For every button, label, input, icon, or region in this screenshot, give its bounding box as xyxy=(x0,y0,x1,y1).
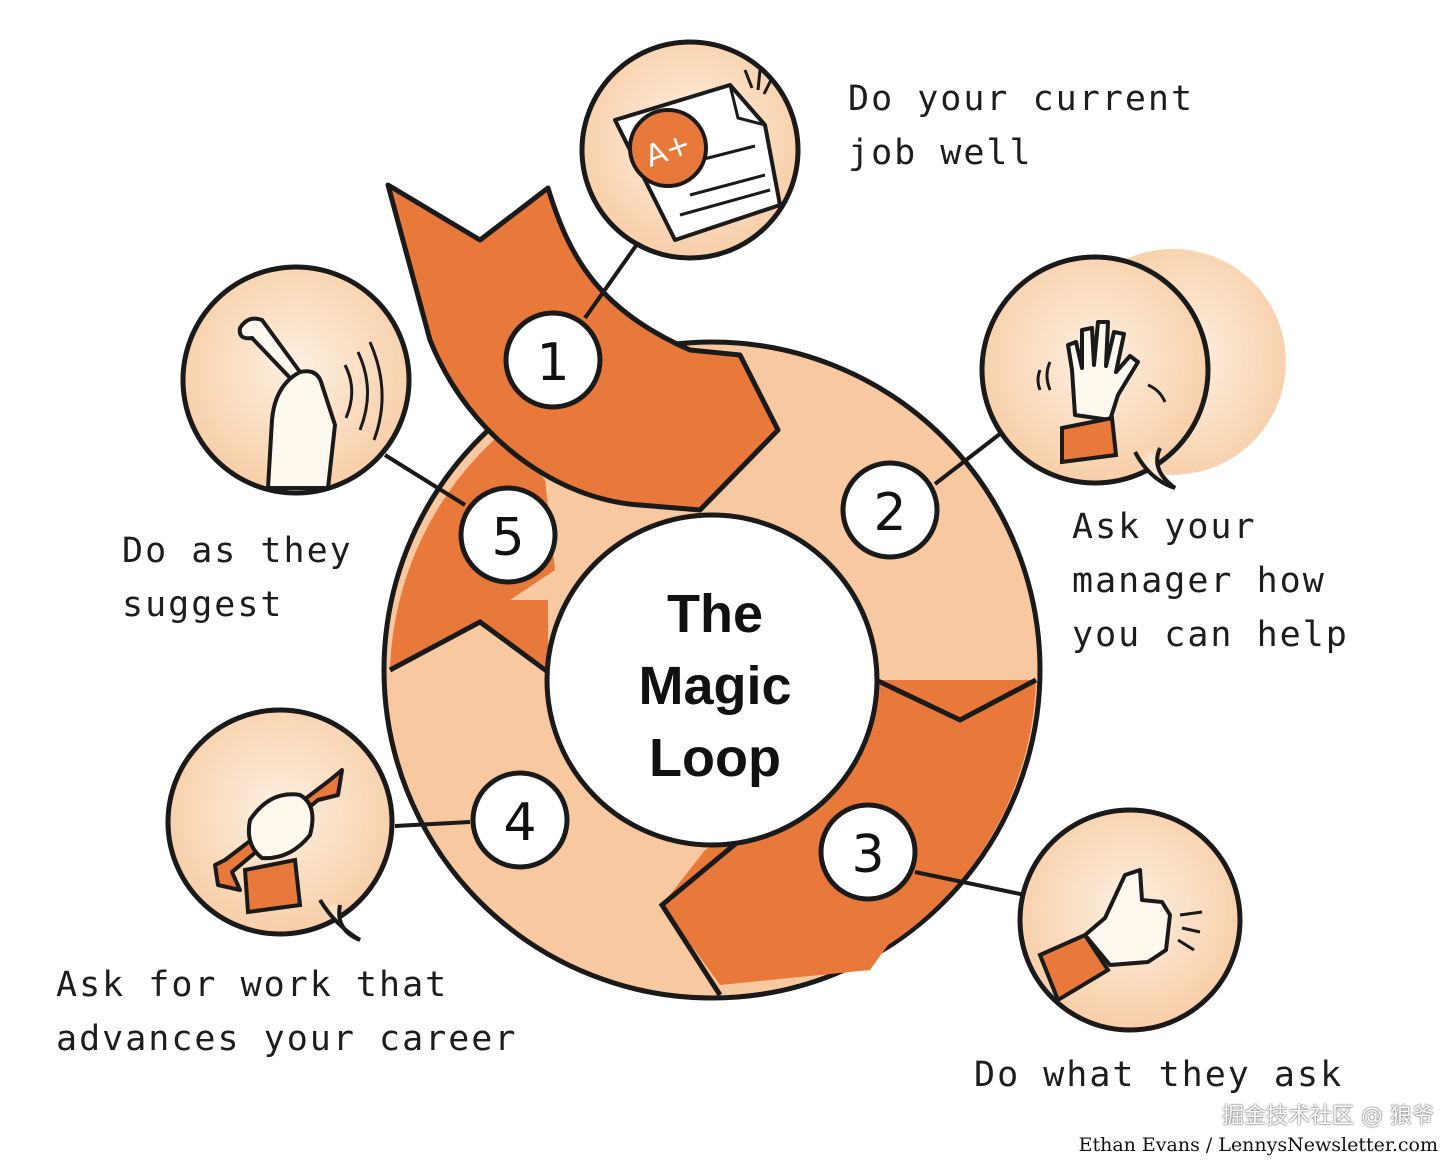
fist-wrench-icon xyxy=(213,768,344,915)
svg-text:1: 1 xyxy=(536,333,569,393)
svg-text:5: 5 xyxy=(491,508,524,568)
step-number-3: 3 xyxy=(818,802,918,902)
segment-dark-left-lower xyxy=(390,600,548,670)
step-3-label: Do what they ask xyxy=(974,1055,1344,1095)
bubble-step-4 xyxy=(165,707,395,942)
bubble-step-5 xyxy=(180,264,412,496)
svg-text:3: 3 xyxy=(851,825,884,885)
watermark: 掘金技术社区 @ 狼爷 xyxy=(1222,1104,1434,1129)
connector-1 xyxy=(583,238,642,320)
raised-hand-icon xyxy=(1036,320,1167,465)
step-number-1: 1 xyxy=(503,310,603,410)
step-number-2: 2 xyxy=(840,460,940,560)
svg-text:4: 4 xyxy=(503,793,536,853)
connector-2 xyxy=(933,428,1007,486)
connector-4 xyxy=(394,820,471,828)
hand-wrench-icon xyxy=(237,316,384,490)
loop-title: The Magic Loop xyxy=(638,584,792,788)
bubble-step-3 xyxy=(1017,807,1243,1033)
step-5-label: Do as they suggest xyxy=(122,531,353,625)
bubble-step-2 xyxy=(979,248,1286,490)
center-circle xyxy=(544,512,880,848)
step-1-label: Do your current job well xyxy=(848,79,1195,173)
bubble-step-1: A+ xyxy=(579,39,801,261)
step-2-label: Ask your manager how you can help xyxy=(1072,507,1349,655)
connector-3 xyxy=(914,870,1026,897)
step-number-4: 4 xyxy=(470,770,570,870)
credit-line: Ethan Evans / LennysNewsletter.com xyxy=(1078,1134,1438,1156)
divider-4-5 xyxy=(388,619,550,675)
thumbs-up-icon xyxy=(1037,868,1203,1003)
a-plus-paper-icon: A+ xyxy=(613,69,782,242)
divider-2-3 xyxy=(874,677,1038,723)
svg-text:2: 2 xyxy=(873,483,906,543)
step-4-label: Ask for work that advances your career xyxy=(56,965,518,1059)
step-number-5: 5 xyxy=(458,485,558,585)
connector-5 xyxy=(383,453,467,507)
